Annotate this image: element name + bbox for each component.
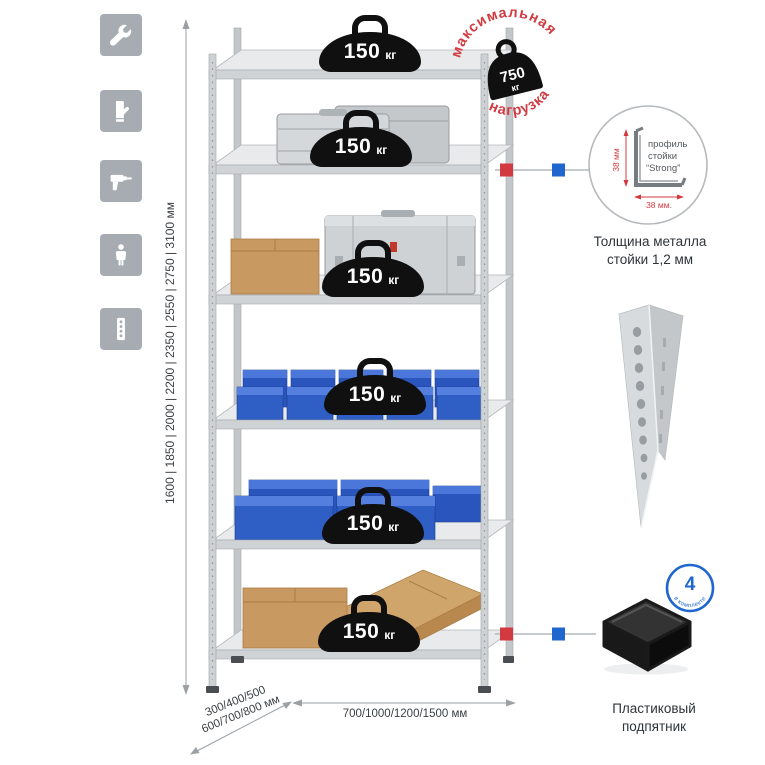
badge-count: 4 [685, 574, 696, 595]
rack-feet [206, 656, 514, 693]
shelf-load-badge: 150 кг [314, 595, 424, 652]
shelf-load-unit: кг [390, 391, 402, 405]
badge-circle [665, 563, 715, 613]
large-blue-bins [234, 479, 486, 541]
foot-caption-line1: Пластиковый [612, 701, 696, 716]
weight-body: 150 кг [318, 612, 420, 652]
stamp-weight-unit: кг [510, 82, 521, 94]
weight-body: 150 кг [324, 375, 426, 415]
foot-caption-line2: подпятник [621, 719, 687, 734]
corner-post-drawing [617, 304, 685, 529]
profile-label-line3: “Strong” [646, 163, 680, 174]
shelf-load-badge: 150 кг [320, 358, 430, 415]
width-dimension-label: 700/1000/1200/1500 мм [342, 708, 468, 720]
shelf-load-badge: 150 кг [318, 487, 428, 544]
feature-icon-post [100, 308, 142, 350]
profile-detail: 38 мм 38 мм. профиль стойки “Strong” [588, 105, 708, 225]
feature-icon-drill [100, 160, 142, 202]
shelf-load-value: 150 [346, 265, 384, 288]
weight-handle-icon [343, 110, 379, 130]
shelf-load-value: 150 [334, 135, 372, 158]
shelf-load-badge: 150 кг [318, 240, 428, 297]
height-dimension-label: 1600 | 1850 | 2000 | 2200 | 2350 | 2550 … [163, 202, 177, 504]
profile-dim-horizontal: 38 мм. [646, 200, 672, 210]
shelf-load-unit: кг [388, 273, 400, 287]
person-icon [115, 244, 127, 266]
weight-body: 150 кг [322, 257, 424, 297]
gloves-icon [116, 101, 129, 122]
weight-handle-icon [355, 487, 391, 507]
kit-count-badge: 4 в комплекте [665, 563, 715, 613]
weight-body: 150 кг [319, 32, 421, 72]
weight-handle-icon [357, 358, 393, 378]
perforated-post-icon [117, 317, 125, 341]
shelf-load-unit: кг [384, 628, 396, 642]
shelf-front-edge [208, 419, 489, 430]
profile-dim-vertical: 38 мм [611, 148, 621, 172]
weight-handle-icon [351, 595, 387, 615]
profile-label-line2: стойки [648, 151, 677, 162]
connector-square-blue-bottom [552, 627, 565, 641]
profile-caption-line1: Толщина металла [593, 234, 707, 249]
drill-icon [110, 174, 132, 191]
profile-caption: Толщина металла стойки 1,2 мм [558, 233, 742, 269]
weight-body: 150 кг [310, 127, 412, 167]
shelf-load-value: 150 [348, 383, 386, 406]
stamp-weight-body [487, 52, 543, 101]
plastic-foot-drawing [602, 598, 692, 675]
corner-post-detail [617, 304, 685, 529]
feature-icon-gloves [100, 90, 142, 132]
detail-circle [588, 105, 708, 225]
foot-caption: Пластиковый подпятник [566, 700, 742, 736]
stamp-weight-value: 750 [498, 64, 526, 87]
shelf-load-badge: 150 кг [315, 15, 425, 72]
shelf-load-unit: кг [376, 143, 388, 157]
shelf-load-unit: кг [388, 520, 400, 534]
shelf-load-unit: кг [385, 48, 397, 62]
plastic-foot-detail [602, 598, 692, 675]
profile-label-line1: профиль [648, 139, 687, 150]
weight-handle-icon [352, 15, 388, 35]
profile-drawing [634, 126, 687, 187]
profile-caption-line2: стойки 1,2 мм [606, 252, 694, 267]
shelf-load-value: 150 [343, 40, 381, 63]
shelf-load-value: 150 [346, 512, 384, 535]
wrench-icon [109, 24, 132, 46]
connector-square-blue-top [552, 163, 565, 177]
shelf-load-badge: 150 кг [306, 110, 416, 167]
feature-icon-wrench [100, 14, 142, 56]
weight-body: 150 кг [322, 504, 424, 544]
feature-icon-person [100, 234, 142, 276]
profile-dimension-arrows [623, 129, 684, 200]
weight-handle-icon [355, 240, 391, 260]
shelf-load-value: 150 [342, 620, 380, 643]
